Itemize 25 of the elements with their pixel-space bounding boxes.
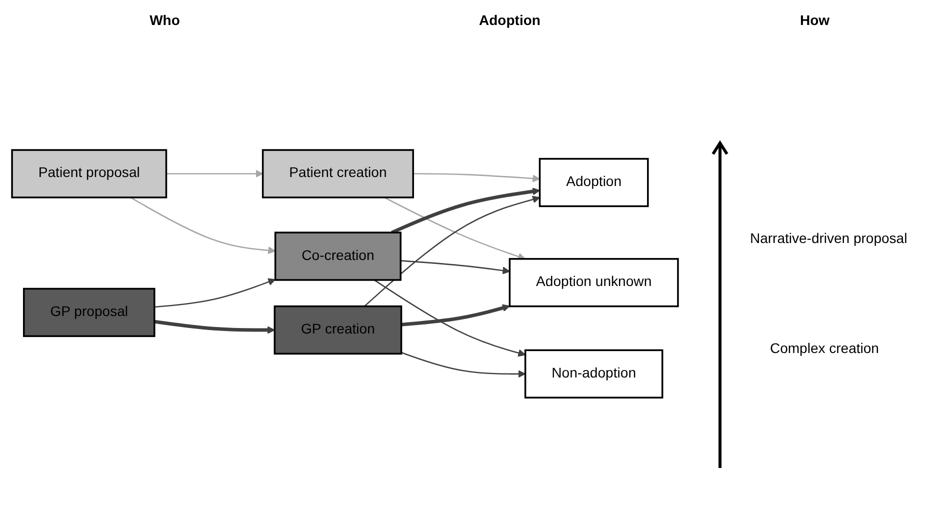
- arrow: [384, 197, 526, 260]
- arrow: [401, 304, 510, 327]
- node-box: Patient creation: [262, 149, 414, 198]
- column-heading: Adoption: [479, 12, 540, 28]
- node-box: Patient proposal: [11, 149, 168, 198]
- node-box: GP proposal: [23, 288, 156, 338]
- column-heading: How: [800, 12, 830, 28]
- arrow: [166, 170, 264, 178]
- arrow: [364, 196, 540, 307]
- axis-label: Narrative-driven proposal: [750, 230, 908, 246]
- node-box: Adoption: [538, 158, 649, 208]
- node-box: Adoption unknown: [508, 258, 679, 308]
- arrow: [154, 320, 276, 334]
- arrow: [401, 352, 526, 378]
- column-heading: Who: [150, 12, 180, 28]
- arrow: [130, 197, 276, 254]
- arrow: [413, 173, 540, 182]
- arrow: [154, 278, 276, 308]
- axis-label: Complex creation: [770, 340, 879, 356]
- node-box: GP creation: [274, 306, 402, 355]
- arrow: [400, 260, 510, 275]
- arrow: [391, 188, 540, 234]
- node-box: Co-creation: [274, 232, 402, 282]
- arrow: [374, 280, 526, 357]
- node-box: Non-adoption: [524, 350, 664, 399]
